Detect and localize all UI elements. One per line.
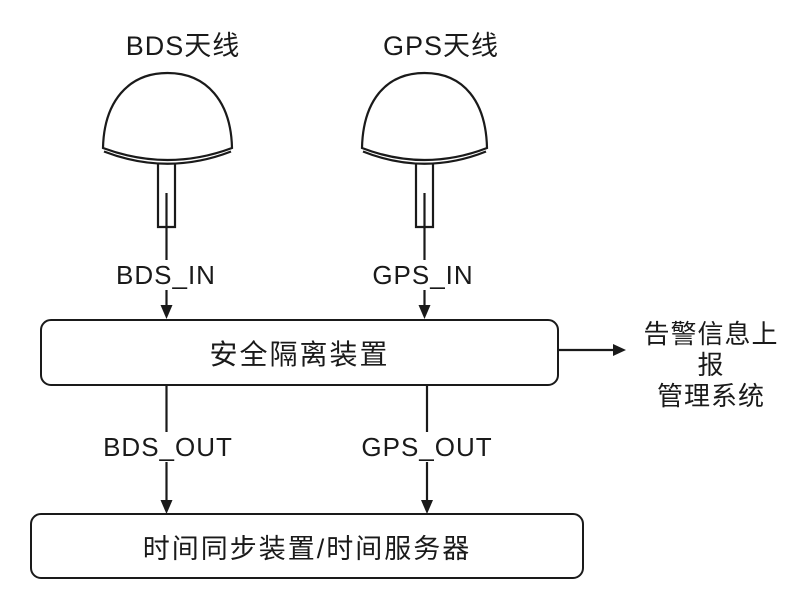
alarm-note-line2: 管理系统 <box>656 381 765 411</box>
gps-antenna-label: GPS天线 <box>382 31 500 61</box>
alarm-note-line1: 告警信息上报 <box>643 319 779 380</box>
alarm-note: 告警信息上报 管理系统 <box>631 319 791 412</box>
isolation-device-label: 安全隔离装置 <box>209 338 390 370</box>
alarm-arrowhead <box>613 344 626 356</box>
time-server-label: 时间同步装置/时间服务器 <box>142 533 472 564</box>
time-server-box: 时间同步装置/时间服务器 <box>30 513 584 579</box>
bds-antenna-icon <box>101 71 234 229</box>
isolation-device-box: 安全隔离装置 <box>40 319 559 386</box>
bds-in-arrowhead <box>160 305 173 319</box>
gps-out-arrowhead <box>421 500 433 514</box>
gps-out-label: GPS_OUT <box>355 432 499 462</box>
gps-in-label: GPS_IN <box>366 260 480 290</box>
bds-out-arrowhead <box>160 500 173 514</box>
bds-antenna-label: BDS天线 <box>125 31 241 61</box>
bds-in-label: BDS_IN <box>110 260 222 290</box>
gps-in-arrowhead <box>418 305 431 319</box>
bds-out-label: BDS_OUT <box>97 432 239 462</box>
